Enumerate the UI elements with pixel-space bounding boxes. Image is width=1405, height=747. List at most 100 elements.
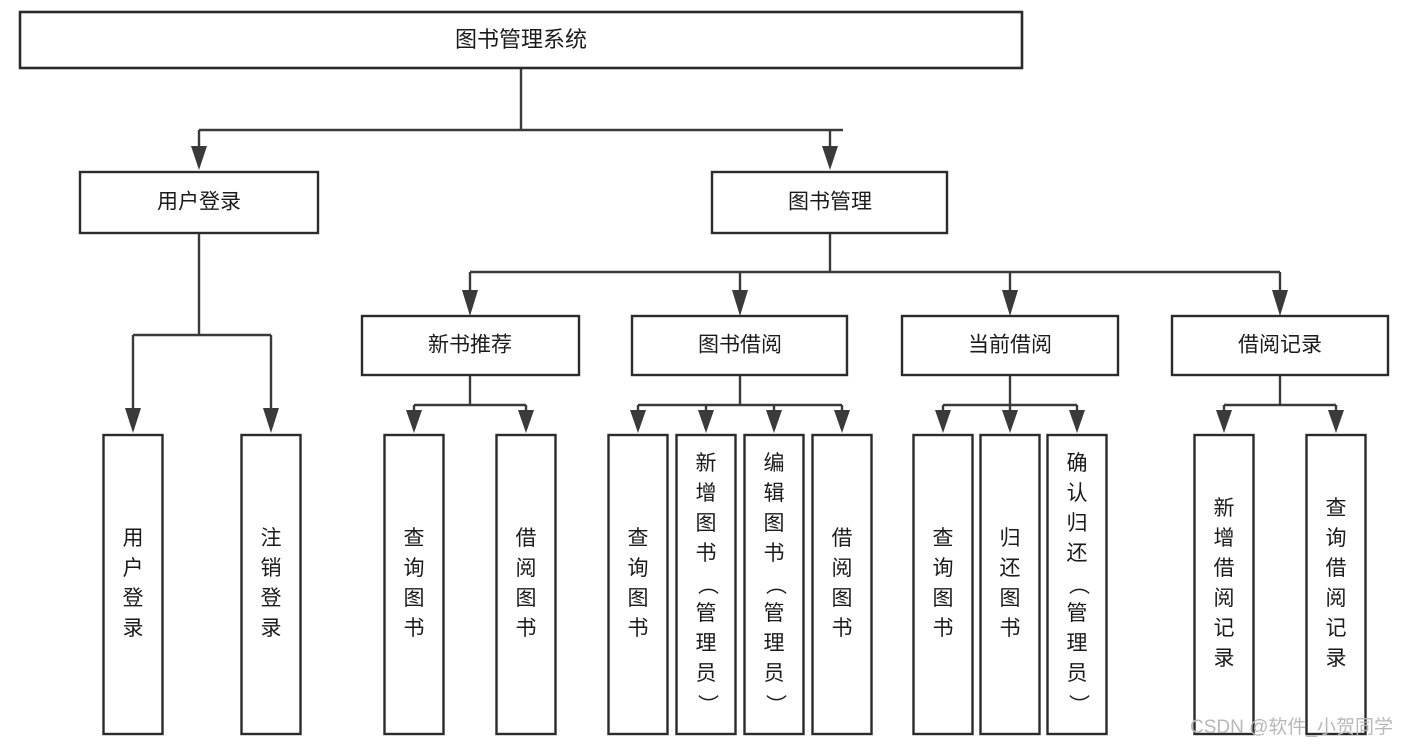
node-user-login-box[interactable] (78, 170, 320, 235)
node-book-manage-box[interactable] (710, 170, 949, 235)
node-current-borrow[interactable]: 当前借阅 (900, 314, 1120, 377)
leaf-node-label-char: 户 (123, 557, 144, 580)
root-node-box[interactable] (18, 10, 1024, 70)
node-current-borrow-box[interactable] (900, 314, 1120, 377)
leaf-node-label-char: 增 (1214, 527, 1235, 550)
arrow-book-borrow-leaf-3 (834, 410, 850, 433)
leaf-node-label-char: 管 (696, 602, 717, 625)
leaf-node-label-char: 登 (261, 587, 282, 610)
leaf-node-label-char: 还 (1067, 542, 1088, 565)
leaf-node-label-char: 注 (261, 527, 282, 550)
leaf-node-label-char: 借 (1326, 557, 1347, 580)
connectors-layer (125, 68, 1344, 433)
leaf-node-label-char: 询 (628, 557, 649, 580)
leaf-node-user-login-0[interactable]: 用户登录 (102, 433, 164, 736)
node-user-login[interactable]: 用户登录 (78, 170, 320, 235)
leaf-node-label-char: 辑 (764, 482, 785, 505)
leaf-node-label-char: 书 (404, 617, 425, 640)
leaf-node-box[interactable] (607, 433, 669, 736)
leaf-node-label-char: 用 (123, 527, 144, 550)
leaf-node-label-char: 员 (1067, 662, 1088, 685)
leaf-node-label-char: 新 (1214, 497, 1235, 520)
leaf-node-label-char: ） (1066, 694, 1089, 715)
leaf-node-label-char: 员 (696, 662, 717, 685)
arrow-book-manage-to-l2-2 (1002, 290, 1018, 316)
leaf-node-label-char: 录 (261, 617, 282, 640)
node-current-borrow-label: 当前借阅 (968, 334, 1052, 357)
leaf-node-label-char: 归 (1000, 527, 1021, 550)
leaf-node-label-char: 查 (404, 527, 425, 550)
leaf-node-label-char: （ (763, 574, 786, 595)
arrow-new-book-leaf-1 (518, 410, 534, 433)
leaf-node-label-char: 录 (1214, 647, 1235, 670)
leaf-node-box[interactable] (743, 433, 805, 736)
leaf-node-label-char: 阅 (832, 557, 853, 580)
arrow-book-borrow-leaf-1 (698, 410, 714, 433)
leaf-node-label-char: 图 (404, 587, 425, 610)
leaf-node-box[interactable] (811, 433, 873, 736)
node-new-book-recommend[interactable]: 新书推荐 (360, 314, 581, 377)
leaf-node-box[interactable] (675, 433, 737, 736)
leaf-node-label-char: 员 (764, 662, 785, 685)
node-user-login-label: 用户登录 (157, 191, 241, 214)
leaf-node-box[interactable] (979, 433, 1041, 736)
arrow-root-to-book-manage (822, 146, 838, 170)
leaf-node-label-char: 图 (1000, 587, 1021, 610)
csdn-watermark: CSDN @软件_小贺同学 (1190, 716, 1393, 738)
leaf-node-label-char: 查 (933, 527, 954, 550)
node-book-manage[interactable]: 图书管理 (710, 170, 949, 235)
leaf-node-box[interactable] (912, 433, 974, 736)
arrow-book-borrow-leaf-0 (630, 410, 646, 433)
leaf-node-label-char: 记 (1214, 617, 1235, 640)
leaf-node-label-char: 销 (261, 557, 282, 580)
node-book-manage-label: 图书管理 (788, 191, 872, 214)
leaf-node-label-char: （ (1066, 574, 1089, 595)
root-node-label: 图书管理系统 (455, 27, 587, 52)
leaf-node-label-char: （ (695, 574, 718, 595)
node-borrow-record-box[interactable] (1170, 314, 1390, 377)
leaf-node-label-char: 书 (933, 617, 954, 640)
arrow-current-borrow-leaf-2 (1069, 410, 1085, 433)
leaf-node-label-char: 确 (1067, 452, 1088, 475)
leaf-node-label-char: 新 (696, 452, 717, 475)
leaf-node-label-char: 管 (764, 602, 785, 625)
root-node[interactable]: 图书管理系统 (18, 10, 1024, 70)
leaf-node-label-char: 书 (1000, 617, 1021, 640)
node-new-book-recommend-label: 新书推荐 (428, 334, 512, 357)
leaf-node-label-char: 阅 (1214, 587, 1235, 610)
leaf-node-box[interactable] (240, 433, 302, 736)
node-book-borrow[interactable]: 图书借阅 (630, 314, 849, 377)
leaf-node-box[interactable] (495, 433, 557, 736)
leaf-node-label-char: 阅 (516, 557, 537, 580)
arrow-book-manage-to-l2-0 (462, 290, 478, 316)
leaf-node-box[interactable] (383, 433, 445, 736)
leaf-node-label-char: 理 (1067, 632, 1088, 655)
node-new-book-recommend-box[interactable] (360, 314, 581, 377)
leaf-node-box[interactable] (1046, 433, 1108, 736)
leaf-node-box[interactable] (1305, 433, 1367, 736)
leaf-node-label-char: 图 (933, 587, 954, 610)
node-borrow-record[interactable]: 借阅记录 (1170, 314, 1390, 377)
leaf-node-label-char: 书 (516, 617, 537, 640)
leaf-node-box[interactable] (102, 433, 164, 736)
node-borrow-record-label: 借阅记录 (1238, 334, 1322, 357)
node-book-borrow-box[interactable] (630, 314, 849, 377)
leaf-node-label-char: 理 (764, 632, 785, 655)
leaf-node-box[interactable] (1193, 433, 1255, 736)
arrow-book-manage-to-l2-3 (1272, 290, 1288, 316)
leaf-node-label-char: 书 (832, 617, 853, 640)
